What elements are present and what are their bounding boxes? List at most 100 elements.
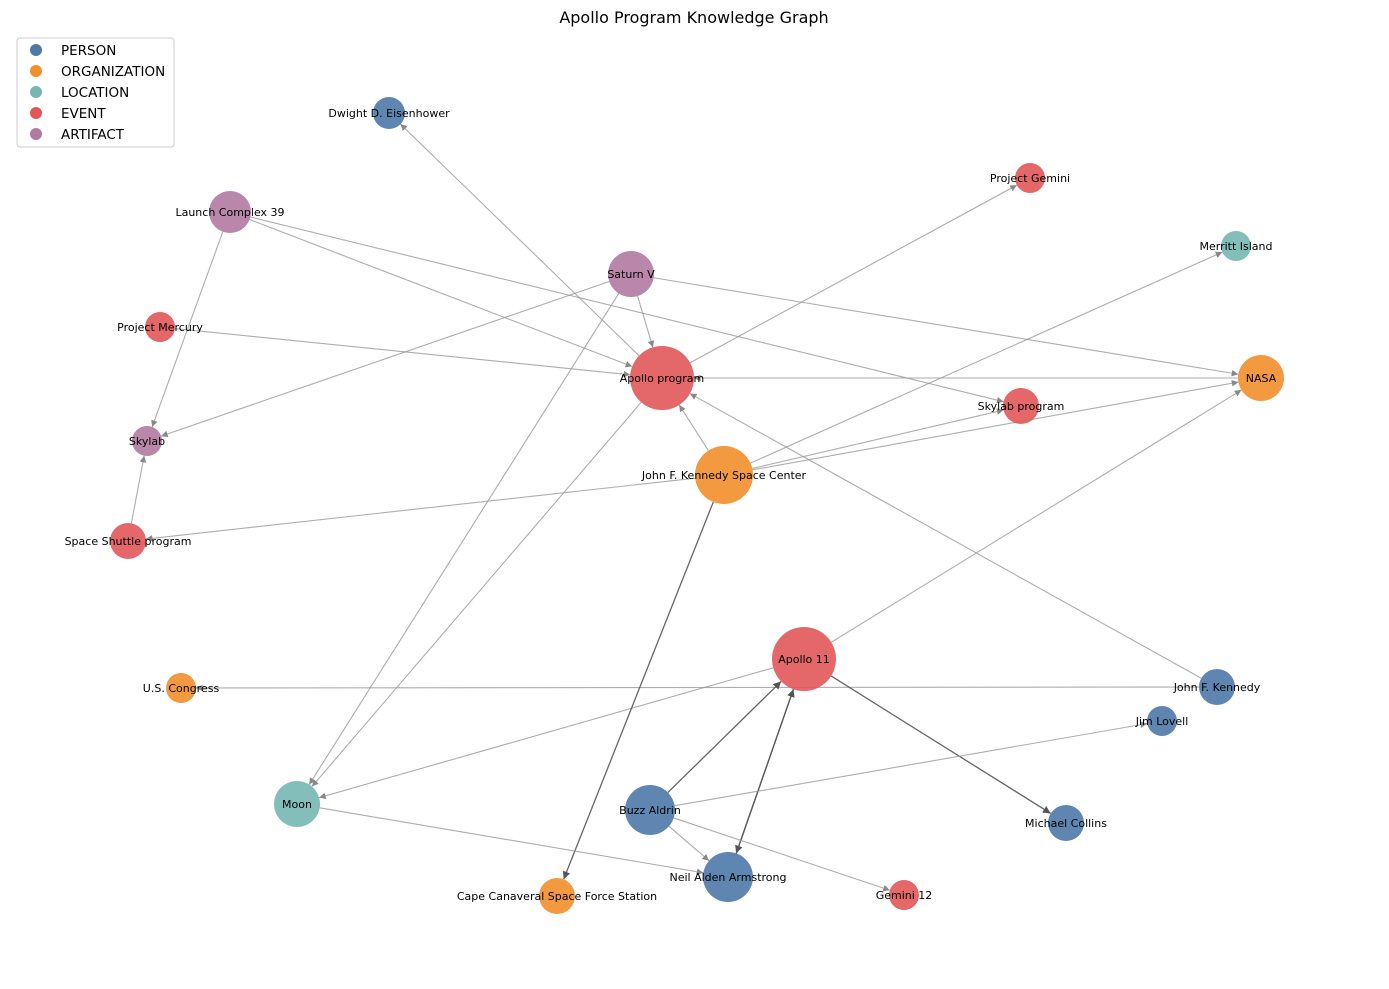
node-lc39[interactable]: Launch Complex 39: [175, 191, 285, 233]
node-circle-armstrong[interactable]: [703, 852, 753, 902]
edge-apollo11-to-armstrong: [735, 689, 795, 854]
node-congress[interactable]: U.S. Congress: [143, 673, 220, 703]
node-circle-lc39[interactable]: [209, 191, 251, 233]
node-circle-congress[interactable]: [166, 673, 196, 703]
edge-lc39-to-apollo: [249, 219, 633, 368]
node-armstrong[interactable]: Neil Alden Armstrong: [670, 852, 787, 902]
node-moon[interactable]: Moon: [274, 781, 320, 827]
node-label-ksc: John F. Kennedy Space Center: [641, 469, 807, 482]
legend-label-location: LOCATION: [61, 85, 129, 101]
node-label-aldrin: Buzz Aldrin: [619, 804, 681, 817]
node-skylabprog[interactable]: Skylab program: [978, 388, 1065, 424]
edge-ksc-to-nasa: [752, 380, 1239, 471]
edge-apollo-to-gemini: [689, 184, 1018, 364]
legend-marker-person: [30, 44, 42, 56]
edge-aldrin-to-armstrong: [668, 825, 710, 862]
edge-lc39-to-skylab: [151, 231, 224, 428]
legend-label-artifact: ARTIFACT: [61, 127, 125, 143]
node-label-moon: Moon: [282, 798, 312, 811]
node-label-capecanaveral: Cape Canaveral Space Force Station: [457, 890, 657, 903]
node-jfk[interactable]: John F. Kennedy: [1173, 669, 1261, 705]
node-circle-saturnv[interactable]: [608, 251, 654, 297]
legend-label-person: PERSON: [61, 43, 116, 59]
node-circle-shuttle[interactable]: [110, 523, 146, 559]
node-eisenhower[interactable]: Dwight D. Eisenhower: [328, 97, 450, 129]
edge-saturnv-to-nasa: [653, 277, 1239, 377]
node-gemini[interactable]: Project Gemini: [990, 163, 1070, 193]
node-mercury[interactable]: Project Mercury: [117, 312, 203, 342]
node-label-merritt: Merritt Island: [1199, 240, 1272, 253]
node-label-collins: Michael Collins: [1025, 817, 1107, 830]
node-circle-gemini12[interactable]: [889, 880, 919, 910]
node-nasa[interactable]: NASA: [1238, 355, 1284, 401]
edge-saturnv-to-moon: [308, 293, 620, 785]
node-circle-moon[interactable]: [274, 781, 320, 827]
edge-apollo-to-eisenhower: [400, 123, 640, 357]
edge-ksc-to-apollo: [678, 404, 709, 451]
node-circle-jfk[interactable]: [1199, 669, 1235, 705]
node-circle-skylabprog[interactable]: [1003, 388, 1039, 424]
node-skylab[interactable]: Skylab: [129, 426, 165, 456]
node-circle-ksc[interactable]: [695, 446, 753, 504]
node-label-saturnv: Saturn V: [607, 268, 655, 281]
node-label-mercury: Project Mercury: [117, 321, 203, 334]
node-label-congress: U.S. Congress: [143, 682, 220, 695]
edge-jfk-to-apollo: [689, 393, 1202, 679]
node-circle-mercury[interactable]: [145, 312, 175, 342]
node-circle-skylab[interactable]: [132, 426, 162, 456]
node-collins[interactable]: Michael Collins: [1025, 805, 1107, 841]
edge-apollo11-to-nasa: [830, 389, 1242, 643]
node-shuttle[interactable]: Space Shuttle program: [65, 523, 192, 559]
legend-label-event: EVENT: [61, 106, 106, 122]
node-circle-gemini[interactable]: [1015, 163, 1045, 193]
edge-mercury-to-apollo: [174, 327, 631, 378]
node-aldrin[interactable]: Buzz Aldrin: [619, 785, 681, 835]
node-label-lc39: Launch Complex 39: [175, 206, 284, 219]
node-circle-collins[interactable]: [1048, 805, 1084, 841]
node-circle-merritt[interactable]: [1221, 231, 1251, 261]
node-label-gemini12: Gemini 12: [876, 889, 933, 902]
edge-saturnv-to-skylab: [161, 280, 610, 438]
node-apollo[interactable]: Apollo program: [620, 346, 705, 410]
node-circle-nasa[interactable]: [1238, 355, 1284, 401]
node-lovell[interactable]: Jim Lovell: [1135, 706, 1189, 736]
edge-moon-to-armstrong: [319, 807, 704, 875]
node-circle-eisenhower[interactable]: [373, 97, 405, 129]
node-label-gemini: Project Gemini: [990, 172, 1070, 185]
node-circle-apollo11[interactable]: [772, 627, 836, 691]
node-gemini12[interactable]: Gemini 12: [876, 880, 933, 910]
edge-aldrin-to-apollo11: [667, 680, 782, 793]
legend-marker-event: [30, 107, 42, 119]
edge-apollo-to-moon: [311, 401, 642, 787]
node-saturnv[interactable]: Saturn V: [607, 251, 655, 297]
node-label-nasa: NASA: [1246, 372, 1277, 385]
node-circle-lovell[interactable]: [1147, 706, 1177, 736]
node-ksc[interactable]: John F. Kennedy Space Center: [641, 446, 807, 504]
legend-marker-location: [30, 86, 42, 98]
node-circle-apollo[interactable]: [630, 346, 694, 410]
legend-marker-artifact: [30, 128, 42, 140]
graph-title: Apollo Program Knowledge Graph: [559, 8, 828, 27]
node-label-lovell: Jim Lovell: [1135, 715, 1189, 728]
legend-marker-organization: [30, 65, 42, 77]
edge-apollo11-to-moon: [318, 667, 774, 800]
edge-ksc-to-merritt: [750, 251, 1223, 464]
node-label-armstrong: Neil Alden Armstrong: [670, 871, 787, 884]
node-label-jfk: John F. Kennedy: [1173, 681, 1261, 694]
node-capecanaveral[interactable]: Cape Canaveral Space Force Station: [457, 878, 657, 914]
edge-ksc-to-shuttle: [145, 477, 696, 542]
node-circle-aldrin[interactable]: [625, 785, 675, 835]
node-merritt[interactable]: Merritt Island: [1199, 231, 1273, 261]
node-apollo11[interactable]: Apollo 11: [772, 627, 836, 691]
edge-layer: [130, 123, 1242, 892]
edge-aldrin-to-gemini12: [673, 817, 890, 892]
edge-apollo11-to-collins: [830, 675, 1052, 815]
legend-box: [16, 37, 175, 148]
node-label-skylab: Skylab: [129, 435, 165, 448]
node-circle-capecanaveral[interactable]: [539, 878, 575, 914]
edge-ksc-to-capecanaveral: [562, 501, 714, 880]
edge-aldrin-to-lovell: [674, 721, 1148, 807]
